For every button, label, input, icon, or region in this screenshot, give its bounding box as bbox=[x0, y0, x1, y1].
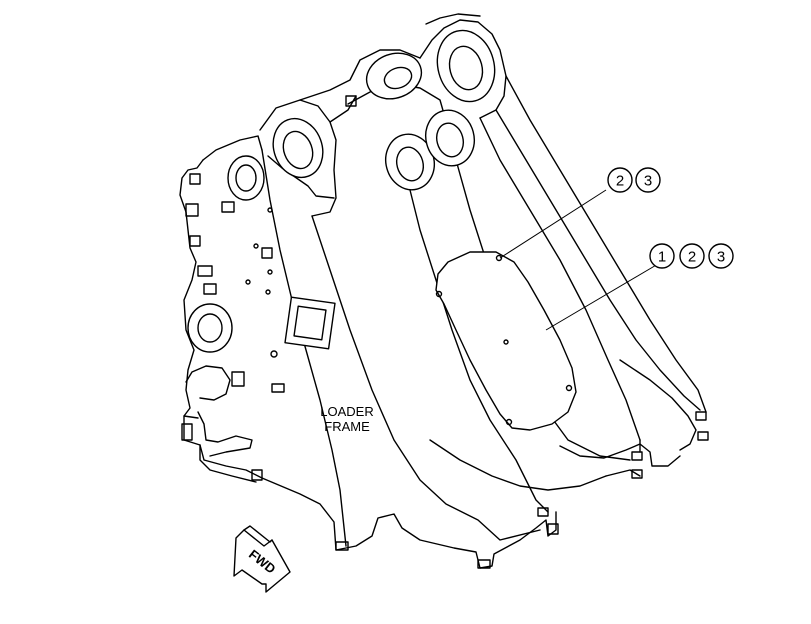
frame-label-line2: FRAME bbox=[324, 419, 370, 434]
side-plate-features bbox=[181, 95, 709, 569]
leader-lines bbox=[499, 189, 659, 331]
pivot-bosses bbox=[187, 29, 496, 353]
callout-group-2-3: 2 3 bbox=[607, 167, 661, 193]
callout-number: 2 bbox=[688, 249, 696, 266]
callout-number: 2 bbox=[616, 173, 624, 190]
forward-arrow-icon: FWD bbox=[233, 525, 291, 593]
callout-number: 3 bbox=[717, 249, 725, 266]
callout-number: 3 bbox=[644, 173, 652, 190]
callout-group-1-2-3: 1 2 3 bbox=[649, 243, 734, 269]
access-cover-plate bbox=[435, 251, 577, 431]
loader-frame-outline bbox=[179, 13, 707, 569]
frame-label-line1: LOADER bbox=[320, 404, 373, 419]
callout-number: 1 bbox=[658, 249, 666, 266]
